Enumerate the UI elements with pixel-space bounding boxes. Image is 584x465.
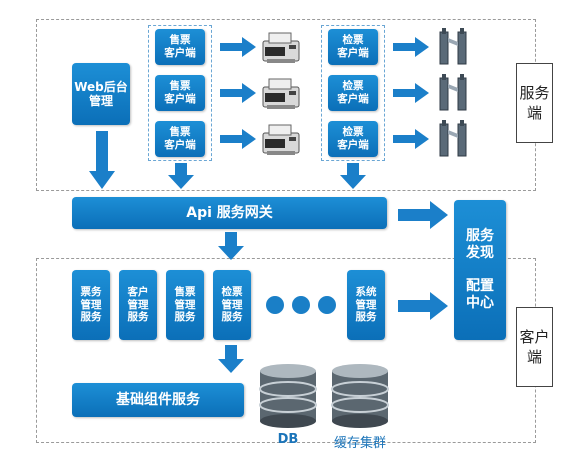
arrow-down-icon — [340, 163, 366, 189]
arrow-down-icon — [218, 345, 244, 373]
ticket-printer-icon — [262, 32, 300, 63]
customer-management-service-box: 客户 管理 服务 — [119, 270, 157, 340]
check-client-box-3: 检票 客户端 — [328, 121, 378, 157]
database-icon — [259, 364, 317, 428]
ellipsis-dot — [318, 296, 336, 314]
ellipsis-dot — [292, 296, 310, 314]
arrow-down-icon — [168, 163, 194, 189]
arrow-right-icon — [220, 37, 256, 57]
sell-client-box-1: 售票 客户端 — [155, 29, 205, 65]
arrow-right-icon — [393, 129, 429, 149]
turnstile-gate-icon — [439, 120, 467, 157]
check-management-service-box: 检票 管理 服务 — [213, 270, 251, 340]
check-client-box-2: 检票 客户端 — [328, 75, 378, 111]
arrow-right-icon — [220, 129, 256, 149]
system-management-service-box: 系统 管理 服务 — [347, 270, 385, 340]
ticket-printer-icon — [262, 78, 300, 109]
client-side-label: 客户 端 — [516, 307, 553, 387]
sales-management-service-box: 售票 管理 服务 — [166, 270, 204, 340]
turnstile-gate-icon — [439, 28, 467, 65]
sell-client-group — [148, 25, 212, 161]
cache-cluster-icon — [331, 364, 389, 428]
check-client-box-1: 检票 客户端 — [328, 29, 378, 65]
arrow-right-icon — [398, 292, 448, 320]
cache-cluster-label: 缓存集群 — [333, 436, 386, 451]
base-component-service-box: 基础组件服务 — [72, 383, 244, 417]
ticket-printer-icon — [262, 124, 300, 155]
web-admin-box: Web后台 管理 — [72, 63, 130, 125]
api-gateway-box: Api 服务网关 — [72, 197, 387, 229]
arrow-right-icon — [393, 83, 429, 103]
sell-client-box-3: 售票 客户端 — [155, 121, 205, 157]
ticket-management-service-box: 票务 管理 服务 — [72, 270, 110, 340]
service-discovery-box: 服务 发现 配置 中心 — [454, 200, 506, 340]
turnstile-gate-icon — [439, 74, 467, 111]
check-client-group — [321, 25, 385, 161]
arrow-right-icon — [398, 201, 448, 229]
arrow-down-icon — [89, 131, 115, 189]
arrow-down-icon — [218, 232, 244, 260]
server-side-label: 服务 端 — [516, 63, 553, 143]
arrow-right-icon — [220, 83, 256, 103]
ellipsis-dot — [266, 296, 284, 314]
db-label: DB — [277, 432, 299, 447]
arrow-right-icon — [393, 37, 429, 57]
sell-client-box-2: 售票 客户端 — [155, 75, 205, 111]
